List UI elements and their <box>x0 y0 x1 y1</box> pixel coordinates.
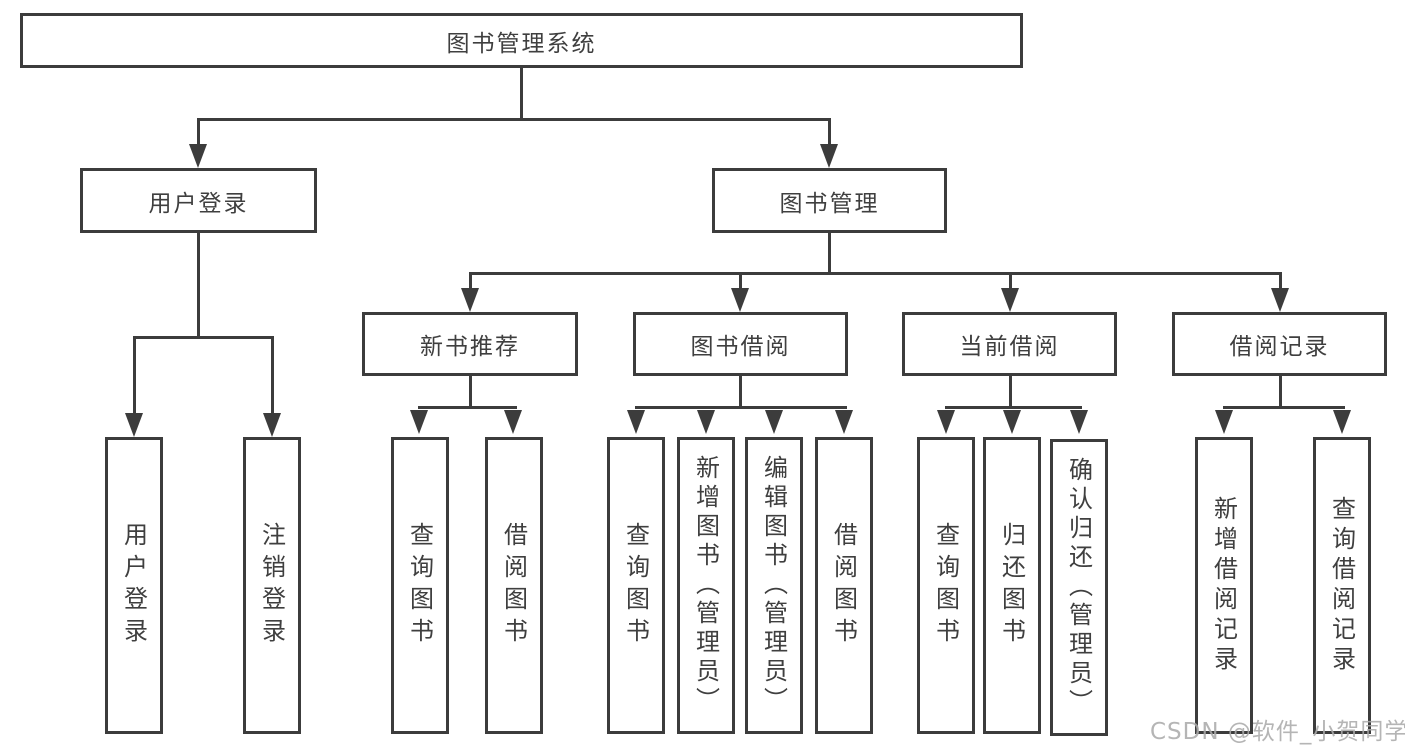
arrowhead-current-return-books <box>1003 410 1021 434</box>
leaf-recommend-borrow-books: 借阅图书 <box>485 437 543 734</box>
connector-current-stem <box>1009 376 1012 409</box>
connector-user-login-bus <box>133 336 274 339</box>
leaf-current-query-books: 查询图书 <box>917 437 975 734</box>
arrowhead-borrowing-query-books <box>627 410 645 434</box>
arrowhead-borrowing-edit-books <box>765 410 783 434</box>
node-label: 查询图书 <box>931 521 960 650</box>
node-user-login: 用户登录 <box>80 168 317 233</box>
node-book-management: 图书管理 <box>712 168 947 233</box>
arrowhead-current-borrowing <box>1001 288 1019 312</box>
node-borrowing-records: 借阅记录 <box>1172 312 1387 376</box>
connector-records-stem <box>1279 376 1282 409</box>
leaf-records-query-record: 查询借阅记录 <box>1313 437 1371 734</box>
arrowhead-borrowing-borrow-books <box>835 410 853 434</box>
node-new-book-recommend: 新书推荐 <box>362 312 578 376</box>
connector-book-management-stem <box>828 233 831 275</box>
node-label: 新书推荐 <box>420 334 520 360</box>
arrowhead-current-query-books <box>937 410 955 434</box>
arrowhead-leaf-logout <box>263 413 281 437</box>
node-label: 查询图书 <box>621 521 650 650</box>
leaf-borrowing-borrow-books: 借阅图书 <box>815 437 873 734</box>
arrowhead-current-confirm-return <box>1070 410 1088 434</box>
leaf-user-login: 用户登录 <box>105 437 163 734</box>
arrowhead-borrowing-records <box>1271 288 1289 312</box>
connector-borrowing-stem <box>739 376 742 409</box>
connector-root-bus <box>197 118 831 121</box>
connector-to-leaf-user-login <box>133 336 136 416</box>
node-label: 用户登录 <box>119 521 148 650</box>
node-label: 新增图书（管理员） <box>691 455 720 716</box>
node-library-management-system: 图书管理系统 <box>20 13 1023 68</box>
leaf-current-return-books: 归还图书 <box>983 437 1041 734</box>
node-label: 查询图书 <box>405 521 434 650</box>
connector-recommend-stem <box>469 376 472 409</box>
connector-to-user-login <box>197 118 200 148</box>
watermark-csdn: CSDN @软件_小贺同学 <box>1150 719 1405 745</box>
connector-to-book-borrowing <box>739 272 742 292</box>
arrowhead-recommend-query-books <box>410 410 428 434</box>
node-label: 图书管理 <box>779 190 880 217</box>
leaf-borrowing-edit-books-admin: 编辑图书（管理员） <box>745 437 803 734</box>
leaf-borrowing-query-books: 查询图书 <box>607 437 665 734</box>
node-label: 新增借阅记录 <box>1209 495 1238 676</box>
connector-borrowing-bus <box>635 406 847 409</box>
connector-current-bus <box>945 406 1082 409</box>
arrowhead-user-login <box>189 144 207 168</box>
connector-to-current-borrowing <box>1009 272 1012 292</box>
node-label: 图书借阅 <box>690 334 791 360</box>
connector-to-borrowing-records <box>1279 272 1282 292</box>
connector-recommend-bus <box>418 406 517 409</box>
connector-root-stem <box>520 68 523 121</box>
node-label: 借阅图书 <box>829 521 858 650</box>
leaf-current-confirm-return-admin: 确认归还（管理员） <box>1050 439 1108 736</box>
node-label: 借阅记录 <box>1229 334 1330 360</box>
arrowhead-book-borrowing <box>731 288 749 312</box>
node-book-borrowing: 图书借阅 <box>633 312 848 376</box>
node-label: 当前借阅 <box>959 334 1060 360</box>
node-label: 用户登录 <box>148 190 249 217</box>
node-label: 借阅图书 <box>499 521 528 650</box>
node-label: 确认归还（管理员） <box>1064 457 1093 718</box>
arrowhead-recommend-borrow-books <box>504 410 522 434</box>
node-label: 归还图书 <box>997 521 1026 650</box>
node-label: 查询借阅记录 <box>1327 495 1356 676</box>
node-current-borrowing: 当前借阅 <box>902 312 1117 376</box>
leaf-recommend-query-books: 查询图书 <box>391 437 449 734</box>
leaf-records-add-record: 新增借阅记录 <box>1195 437 1253 734</box>
arrowhead-records-query-record <box>1333 410 1351 434</box>
connector-user-login-stem <box>197 233 200 339</box>
node-label: 编辑图书（管理员） <box>759 455 788 716</box>
arrowhead-borrowing-add-books <box>697 410 715 434</box>
arrowhead-leaf-user-login <box>125 413 143 437</box>
connector-to-book-management <box>828 118 831 148</box>
connector-to-new-book-recommend <box>469 272 472 292</box>
node-label: 注销登录 <box>257 521 286 650</box>
leaf-borrowing-add-books-admin: 新增图书（管理员） <box>677 437 735 734</box>
arrowhead-records-add-record <box>1215 410 1233 434</box>
arrowhead-book-management <box>820 144 838 168</box>
leaf-logout: 注销登录 <box>243 437 301 734</box>
node-label: 图书管理系统 <box>446 30 597 57</box>
arrowhead-new-book-recommend <box>461 288 479 312</box>
connector-records-bus <box>1223 406 1345 409</box>
connector-to-leaf-logout <box>271 336 274 416</box>
connector-book-management-bus <box>469 272 1282 275</box>
